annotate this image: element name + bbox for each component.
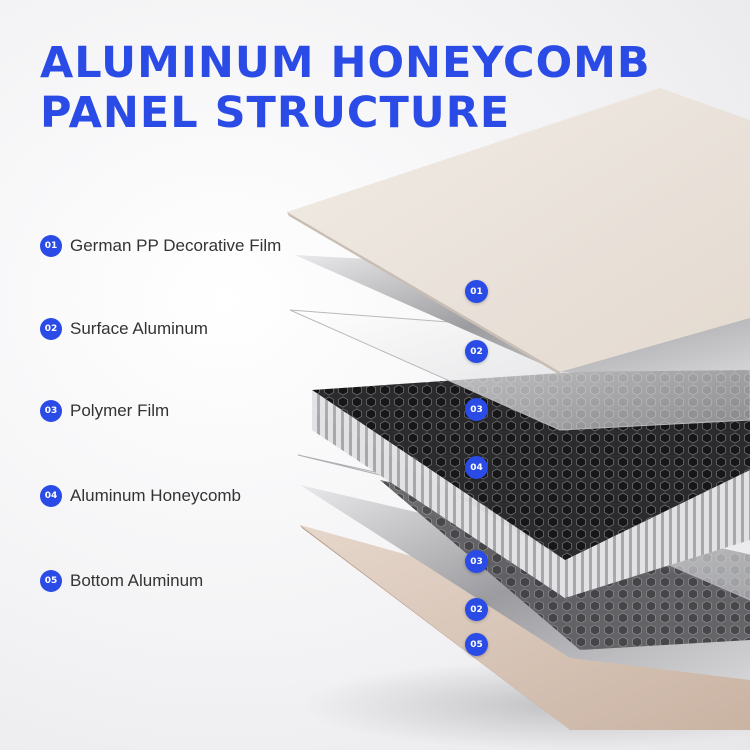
marker-badge: 03 bbox=[465, 550, 488, 573]
legend-badge: 03 bbox=[40, 400, 62, 422]
legend-badge: 05 bbox=[40, 570, 62, 592]
layer-decorative-film bbox=[287, 88, 750, 376]
legend-item-aluminum-honeycomb: 04 Aluminum Honeycomb bbox=[40, 485, 241, 507]
layer-marker: 03 bbox=[465, 550, 488, 573]
page-title: ALUMINUM HONEYCOMB PANEL STRUCTURE bbox=[40, 38, 651, 138]
legend-badge: 02 bbox=[40, 318, 62, 340]
marker-badge: 02 bbox=[465, 340, 488, 363]
marker-badge: 01 bbox=[465, 280, 488, 303]
legend-label: Bottom Aluminum bbox=[70, 571, 204, 590]
legend-item-surface-aluminum: 02 Surface Aluminum bbox=[40, 318, 208, 340]
layer-marker: 02 bbox=[465, 340, 488, 363]
marker-badge: 03 bbox=[465, 398, 488, 421]
legend-item-decorative-film: 01 German PP Decorative Film bbox=[40, 235, 281, 257]
marker-badge: 02 bbox=[465, 598, 488, 621]
marker-badge: 04 bbox=[465, 456, 488, 479]
legend-badge: 04 bbox=[40, 485, 62, 507]
legend-item-polymer-film: 03 Polymer Film bbox=[40, 400, 169, 422]
legend-label: German PP Decorative Film bbox=[70, 236, 282, 255]
legend-badge: 01 bbox=[40, 235, 62, 257]
legend-label: Aluminum Honeycomb bbox=[70, 486, 242, 505]
marker-badge: 05 bbox=[465, 633, 488, 656]
layer-marker: 01 bbox=[465, 280, 488, 303]
layer-marker: 04 bbox=[465, 456, 488, 479]
layer-marker: 02 bbox=[465, 598, 488, 621]
legend-label: Surface Aluminum bbox=[70, 319, 208, 338]
layer-marker: 03 bbox=[465, 398, 488, 421]
layer-marker: 05 bbox=[465, 633, 488, 656]
legend-item-bottom-aluminum: 05 Bottom Aluminum bbox=[40, 570, 203, 592]
legend-label: Polymer Film bbox=[70, 401, 170, 420]
title-line-2: PANEL STRUCTURE bbox=[40, 88, 511, 138]
title-line-1: ALUMINUM HONEYCOMB bbox=[40, 38, 651, 88]
